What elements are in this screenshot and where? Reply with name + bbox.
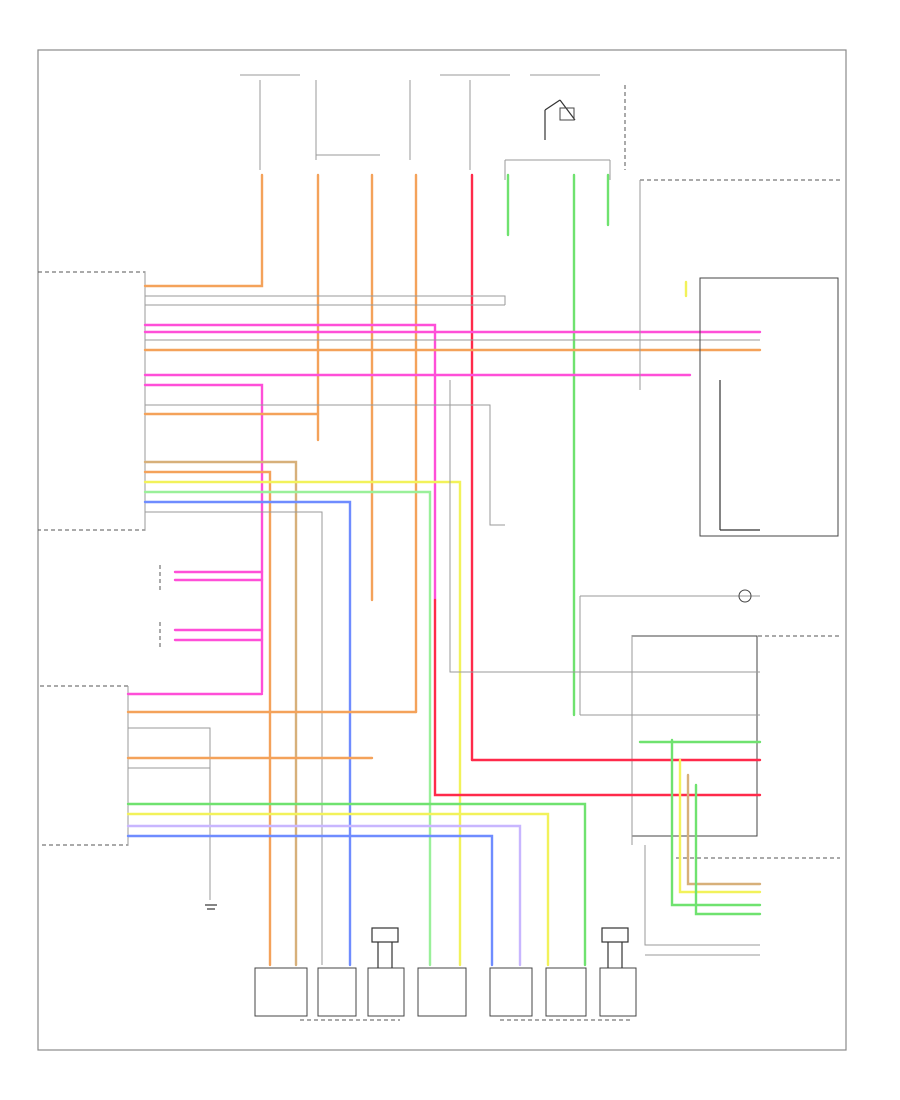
- middle-sensors: [159, 565, 264, 650]
- right-modules: [433, 179, 840, 956]
- fuse-drops: [260, 173, 610, 762]
- module-wires: [143, 280, 762, 967]
- front-module: [40, 685, 587, 967]
- fuse-block: [240, 74, 626, 180]
- actuator-row: [254, 927, 637, 1021]
- right-feed-lines: [670, 738, 762, 916]
- diagram-frame: [37, 49, 847, 1051]
- left-module: [38, 271, 146, 531]
